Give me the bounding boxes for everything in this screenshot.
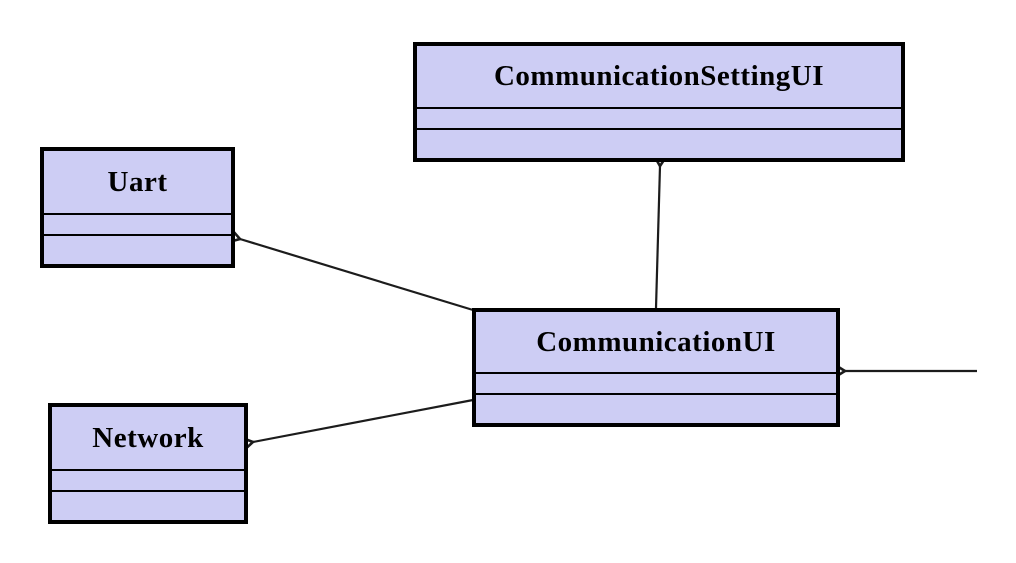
class-attributes-compartment: [52, 469, 244, 490]
class-box-communication-setting-ui: CommunicationSettingUI: [413, 42, 905, 162]
class-box-uart: Uart: [40, 147, 235, 268]
class-attributes-compartment: [476, 372, 836, 393]
edge-communicationui-to-uart: [205, 212, 474, 312]
class-attributes-compartment: [44, 213, 231, 234]
class-attributes-compartment: [417, 107, 901, 128]
class-methods-compartment: [52, 490, 244, 520]
class-methods-compartment: [476, 393, 836, 423]
class-methods-compartment: [44, 234, 231, 264]
class-name: Uart: [107, 165, 168, 198]
class-box-communication-ui: CommunicationUI: [472, 308, 840, 427]
class-name: Network: [92, 421, 204, 454]
class-methods-compartment: [417, 128, 901, 158]
class-box-network: Network: [48, 403, 248, 524]
class-name: CommunicationSettingUI: [493, 60, 824, 92]
edge-communicationui-to-communicationsettingui: [641, 135, 681, 309]
class-name: CommunicationUI: [536, 325, 776, 358]
edge-communicationui-to-network: [219, 398, 474, 467]
